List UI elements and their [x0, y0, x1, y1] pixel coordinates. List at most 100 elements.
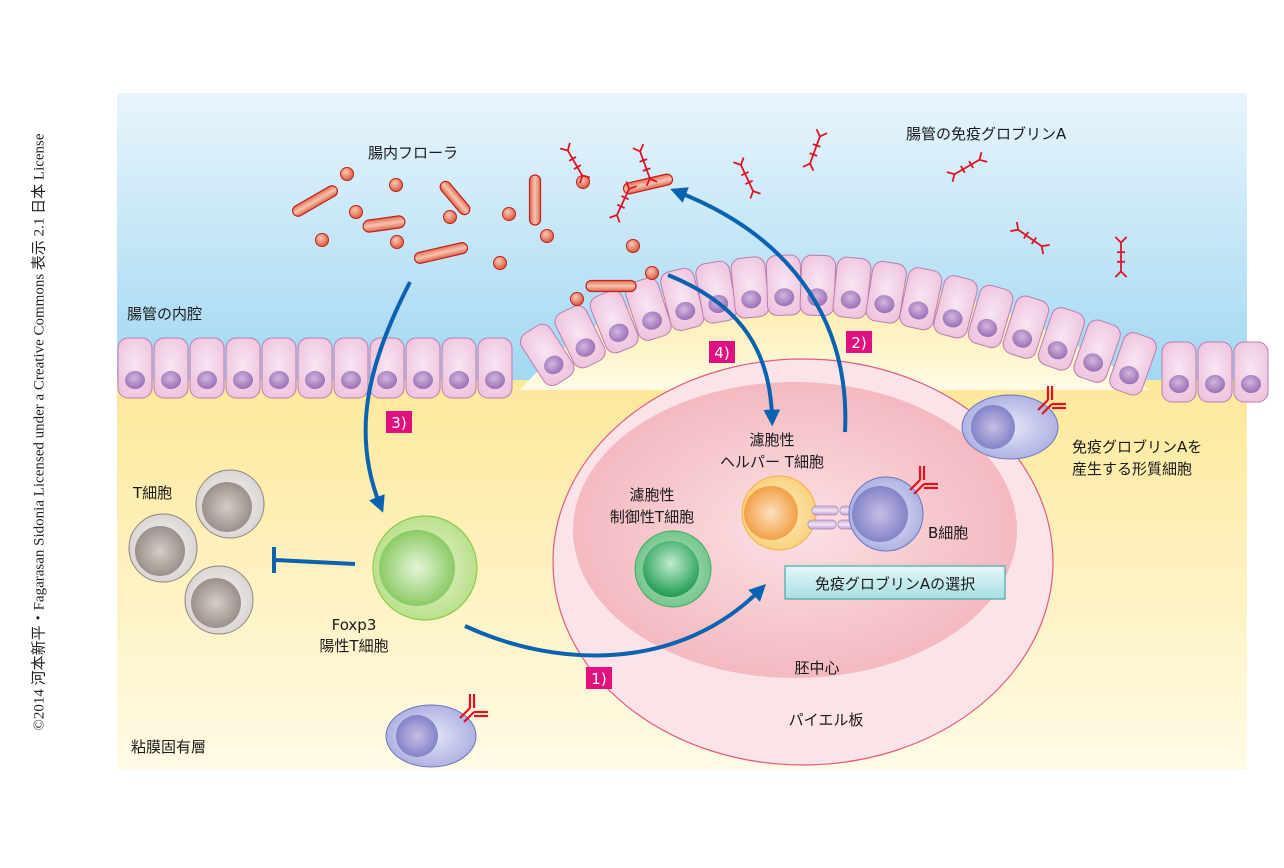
epithelial-cell [660, 267, 705, 331]
epithelial-cell [405, 337, 441, 399]
b-cell [848, 464, 940, 552]
epithelial-cell [1161, 341, 1197, 403]
label-intestinal-lumen: 腸管の内腔 [127, 305, 202, 323]
coccus-bacterium [315, 233, 329, 247]
iga-selection-box: 免疫グロブリンAの選択 [784, 565, 1006, 600]
inhibition-arrow [272, 547, 356, 573]
epithelial-cell [297, 337, 333, 399]
epithelial-cell [765, 254, 803, 316]
coccus-bacterium [443, 210, 457, 224]
step-badge-3: 3) [386, 411, 412, 433]
nucleus [161, 371, 181, 389]
t-cell-group [128, 469, 265, 635]
step-badge-2: 2) [846, 331, 872, 353]
nucleus [413, 371, 433, 389]
label-tfr-line1: 濾胞性 [629, 486, 674, 504]
plasma-cell-right [961, 384, 1068, 460]
coccus-bacterium [493, 256, 507, 270]
epithelial-cell [1073, 319, 1121, 383]
coccus-bacterium [390, 235, 404, 249]
nucleus [1241, 375, 1261, 393]
tfr-cell [634, 530, 712, 608]
rod-bacterium [362, 215, 406, 233]
nucleus [741, 290, 762, 309]
step-badge-4: 4) [709, 341, 735, 363]
arrow-step-2 [670, 187, 848, 433]
iga-selection-label: 免疫グロブリンAの選択 [815, 575, 975, 593]
t-cell [195, 469, 265, 539]
epithelial-cell [117, 337, 153, 399]
epithelial-cell [967, 284, 1014, 349]
svg-text:2): 2) [851, 334, 866, 352]
nucleus [1047, 341, 1068, 360]
tfh-cell [741, 475, 817, 551]
label-b-cell: B細胞 [928, 524, 968, 542]
label-plasma-line2: 産生する形質細胞 [1072, 460, 1192, 478]
epithelial-cell [554, 305, 606, 369]
epithelial-cell [933, 275, 978, 339]
nucleus [642, 311, 662, 330]
nucleus [449, 371, 469, 389]
epithelial-cell [225, 337, 261, 399]
nucleus [305, 371, 325, 389]
epithelial-cell [333, 337, 369, 399]
epithelial-cell [899, 267, 943, 331]
nucleus [675, 301, 696, 321]
epithelial-cell [1233, 341, 1269, 403]
nucleus [774, 288, 795, 307]
arrow-step-4 [667, 273, 781, 427]
coccus-bacterium [389, 178, 403, 192]
svg-text:3): 3) [391, 414, 406, 432]
t-cell [184, 565, 254, 635]
nucleus [840, 290, 861, 309]
nucleus [807, 288, 828, 307]
step-badge-1: 1) [586, 667, 612, 689]
label-gut-flora: 腸内フローラ [368, 144, 458, 162]
svg-text:1): 1) [591, 670, 606, 688]
nucleus [1205, 375, 1225, 393]
label-tfh-line2: ヘルパー T細胞 [720, 453, 824, 471]
rod-bacterium [528, 174, 542, 226]
nucleus [341, 371, 361, 389]
nucleus [1012, 329, 1033, 348]
epithelial-cell [799, 254, 837, 317]
nucleus [1119, 366, 1139, 385]
nucleus [908, 301, 929, 320]
epithelial-cell [261, 337, 297, 399]
label-lamina-propria: 粘膜固有層 [131, 738, 206, 756]
arrow-step-3 [363, 281, 412, 513]
foxp3-t-cell [372, 515, 478, 621]
epithelial-cell [153, 337, 189, 399]
t-cell [128, 513, 198, 583]
epithelium-layer [117, 254, 1269, 403]
nucleus [377, 371, 397, 389]
rod-bacterium [439, 180, 471, 216]
coccus-bacterium [340, 167, 354, 181]
epithelial-cell [441, 337, 477, 399]
coccus-bacterium [645, 266, 659, 280]
arrow-step-1 [464, 584, 766, 658]
epithelial-cell [624, 277, 672, 341]
label-t-cell: T細胞 [132, 484, 172, 502]
nucleus [269, 371, 289, 389]
label-peyers-patch: パイエル板 [789, 711, 864, 729]
nucleus [977, 318, 998, 337]
epithelial-cell [730, 256, 770, 319]
label-intestinal-iga: 腸管の免疫グロブリンA [906, 125, 1067, 143]
coccus-bacterium [540, 229, 554, 243]
label-foxp3-line2: 陽性T細胞 [319, 637, 388, 655]
epithelial-cell [865, 260, 907, 324]
rod-bacterium [585, 279, 637, 293]
label-tfr-line2: 制御性T細胞 [610, 508, 694, 526]
nucleus [543, 355, 564, 375]
coccus-bacterium [570, 292, 584, 306]
nucleus [125, 371, 145, 389]
plasma-cell-bottom [385, 692, 490, 768]
nucleus [874, 295, 895, 314]
epithelial-cell [832, 256, 872, 319]
epithelial-cell [189, 337, 225, 399]
gut-flora-bacteria [292, 167, 674, 306]
epithelial-cell [1002, 295, 1050, 359]
